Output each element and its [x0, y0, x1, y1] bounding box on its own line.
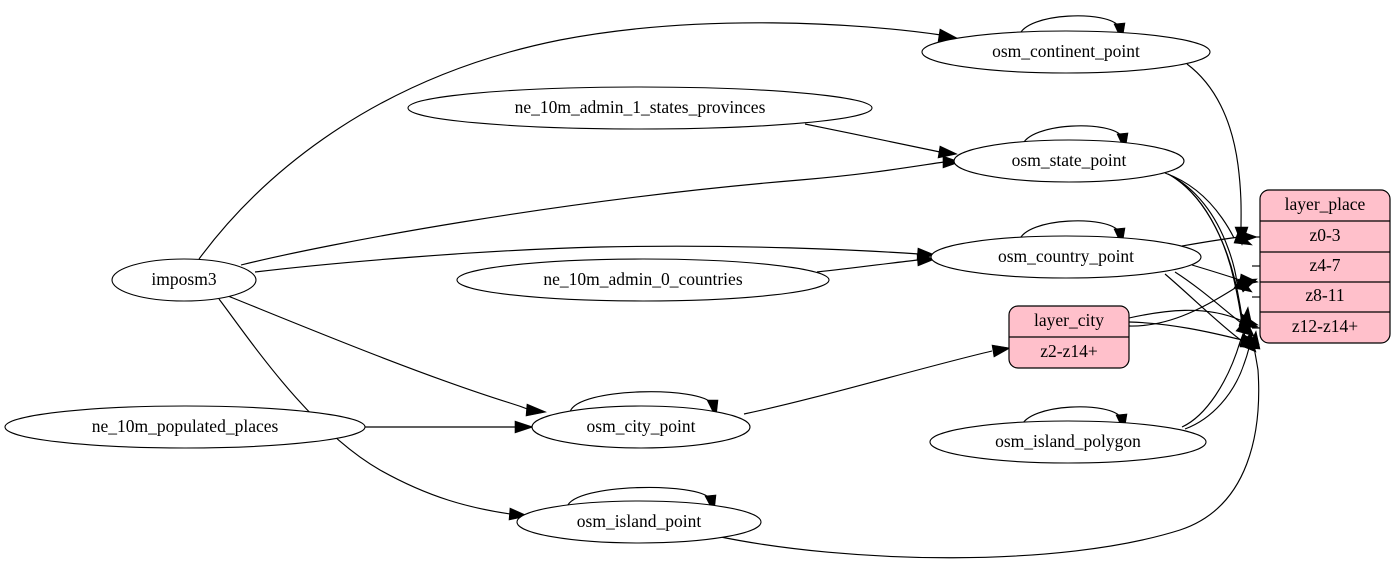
node-label: osm_island_polygon	[995, 431, 1141, 451]
arrowhead	[1236, 278, 1258, 293]
edge-ne_countries-to-osm_country_point	[816, 259, 919, 273]
edge-imposm3-to-osm_state_point	[240, 161, 945, 266]
edge-layer_city-to-layer_place-z4-7	[1128, 284, 1241, 327]
node-shape[interactable]	[4, 405, 366, 449]
node-shape[interactable]	[456, 258, 830, 302]
node-osm_island_point[interactable]: osm_island_point	[516, 500, 762, 544]
edge-self-loop-osm_city_point	[569, 391, 713, 413]
node-label: osm_state_point	[1012, 150, 1127, 170]
edge-osm_island_polygon-to-layer_place-z8-11	[1181, 323, 1247, 428]
edge-imposm3-to-osm_continent_point	[198, 22, 942, 260]
record-row-z0-3[interactable]: z0-3	[1309, 225, 1340, 245]
edge-osm_state_point-to-layer_place-z4-7	[1167, 173, 1238, 284]
edge-layer	[198, 15, 1261, 559]
node-osm_continent_point[interactable]: osm_continent_point	[921, 30, 1211, 74]
edge-osm_city_point-to-layer_city-z2-z14plus	[743, 350, 993, 415]
node-label: ne_10m_admin_0_countries	[543, 269, 742, 289]
edge-self-loop-osm_state_point	[1021, 125, 1123, 147]
node-layer: imposm3 ne_10m_admin_1_states_provinces …	[4, 30, 1391, 544]
edge-imposm3-to-osm_city_point	[227, 295, 531, 411]
arrowhead	[1239, 230, 1258, 244]
edge-self-loop-osm_continent_point	[1018, 15, 1120, 37]
edge-osm_country_point-to-layer_place-z12-z14plus	[1164, 273, 1243, 342]
record-row-z4-7[interactable]: z4-7	[1309, 255, 1340, 275]
arrowhead	[916, 253, 936, 267]
node-shape[interactable]	[111, 258, 257, 302]
edge-osm_island_point-to-layer_place-z12-z14plus	[715, 347, 1260, 559]
record-row-z8-11[interactable]: z8-11	[1305, 285, 1344, 305]
record-body[interactable]	[1259, 189, 1391, 344]
record-node-layer_place[interactable]: layer_place z0-3 z4-7 z8-11 z12-z14+	[1259, 189, 1391, 344]
node-osm_city_point[interactable]: osm_city_point	[531, 405, 751, 449]
node-label: imposm3	[151, 269, 216, 289]
node-label: osm_city_point	[587, 416, 696, 436]
arrowhead	[1247, 330, 1261, 350]
edge-osm_island_polygon-to-layer_place-z12-z14plus	[1184, 347, 1250, 430]
node-label: ne_10m_populated_places	[92, 416, 279, 436]
node-label: osm_country_point	[998, 246, 1134, 266]
node-ne_10m_populated_places[interactable]: ne_10m_populated_places	[4, 405, 366, 449]
node-osm_state_point[interactable]: osm_state_point	[953, 139, 1185, 183]
edge-layer_city-to-layer_place-z12-z14plus	[1128, 321, 1243, 341]
edge-imposm3-to-osm_island_point	[218, 298, 511, 515]
node-imposm3[interactable]: imposm3	[111, 258, 257, 302]
edge-self-loop-osm_country_point	[1018, 220, 1120, 242]
arrowhead	[525, 403, 548, 417]
edge-osm_country_point-to-layer_place-z0-3	[1181, 236, 1241, 247]
node-ne_10m_admin_1_states_provinces[interactable]: ne_10m_admin_1_states_provinces	[407, 86, 873, 130]
node-label: osm_island_point	[577, 511, 702, 531]
node-shape[interactable]	[407, 86, 873, 130]
node-shape[interactable]	[953, 139, 1185, 183]
node-shape[interactable]	[929, 420, 1207, 464]
record-title-layer_city: layer_city	[1034, 310, 1104, 330]
edge-self-loop-osm_island_polygon	[1020, 406, 1122, 428]
edge-imposm3-to-osm_country_point	[254, 245, 920, 273]
node-osm_country_point[interactable]: osm_country_point	[930, 235, 1202, 279]
node-shape[interactable]	[531, 405, 751, 449]
node-shape[interactable]	[921, 30, 1211, 74]
arrowhead	[937, 145, 958, 159]
arrowhead	[514, 420, 534, 434]
edge-self-loop-osm_island_point	[566, 486, 711, 508]
record-row-z12-z14plus[interactable]: z12-z14+	[1292, 316, 1358, 336]
node-label: osm_continent_point	[992, 41, 1140, 61]
edge-osm_country_point-to-layer_place-z4-7	[1191, 264, 1241, 281]
node-osm_island_polygon[interactable]: osm_island_polygon	[929, 420, 1207, 464]
record-title-layer_place: layer_place	[1285, 194, 1366, 214]
edge-layer_city-to-layer_place-z8-11	[1128, 309, 1241, 321]
arrowhead	[1239, 306, 1253, 326]
node-shape[interactable]	[516, 500, 762, 544]
node-shape[interactable]	[930, 235, 1202, 279]
edge-osm_continent_point-to-layer_place-z0-3	[1186, 63, 1242, 229]
arrowhead	[991, 344, 1011, 358]
edge-osm_state_point-to-layer_place-z0-3	[1164, 172, 1235, 239]
node-ne_10m_admin_0_countries[interactable]: ne_10m_admin_0_countries	[456, 258, 830, 302]
arrowhead	[942, 155, 961, 169]
edge-ne_states-to-osm_state_point	[804, 123, 941, 153]
node-label: ne_10m_admin_1_states_provinces	[515, 97, 766, 117]
record-node-layer_city[interactable]: layer_city z2-z14+	[1008, 305, 1130, 369]
record-row-z2-z14plus[interactable]: z2-z14+	[1040, 341, 1098, 361]
